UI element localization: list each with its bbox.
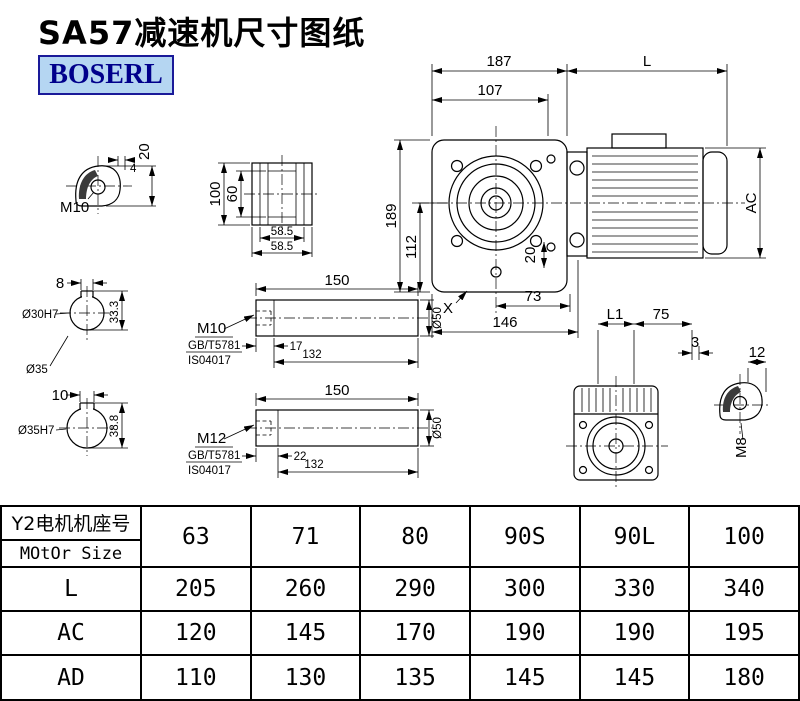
dim-60: 60: [224, 186, 241, 203]
dim-112: 112: [403, 235, 420, 259]
dim-150-b: 150: [324, 382, 349, 399]
dim-12: 12: [749, 344, 766, 361]
dimension-table: Y2电机机座号 MOtOr Size 63 71 80 90S 90L 100 …: [0, 505, 800, 701]
dim-146: 146: [492, 314, 517, 331]
table-cell: 290: [359, 566, 471, 612]
table-cell: 260: [249, 566, 362, 612]
thread-m10-shaft: M10: [197, 320, 226, 337]
table-cell: 80: [359, 505, 471, 568]
dim-132-a: 132: [302, 349, 321, 361]
rear-view: L1 75 3: [566, 306, 713, 488]
table-row-motor-size: Y2电机机座号 MOtOr Size 63 71 80 90S 90L 100: [0, 505, 800, 568]
label-X: X: [443, 300, 453, 317]
table-cell: 63: [140, 505, 252, 568]
thread-m12-shaft: M12: [197, 430, 226, 447]
row-label-L: L: [0, 566, 142, 612]
dim-20-main: 20: [522, 247, 539, 264]
dim-dia50-a: Ø50: [432, 307, 444, 329]
shaft-end-top-view: M10 4 20: [60, 143, 156, 216]
dim-4: 4: [130, 163, 137, 175]
dim-8: 8: [56, 275, 64, 292]
main-side-view: 187 L 107 189 112 20 73 146 AC X: [383, 53, 766, 338]
table-cell: 330: [578, 566, 691, 612]
dim-20: 20: [136, 143, 153, 160]
motor-size-header-en: MOtOr Size: [19, 544, 123, 564]
bore-section-1: 8 Ø30H7 33.3 Ø35: [22, 275, 128, 376]
std-iso-b: IS04017: [188, 465, 231, 477]
std-iso-a: IS04017: [188, 355, 231, 367]
table-cell: 145: [578, 654, 691, 701]
table-cell: 100: [688, 505, 800, 568]
table-cell: 90L: [578, 505, 691, 568]
table-cell: 135: [359, 654, 471, 701]
table-row-L: L 205 260 290 300 330 340: [0, 566, 800, 612]
bore-section-2: 10 Ø35H7 38.8: [18, 387, 128, 456]
motor-size-header-cn: Y2电机机座号: [2, 507, 140, 541]
dimension-drawing: M10 4 20 100 60 58.5 58.5: [18, 53, 770, 488]
table-row-AD: AD 110 130 135 145 145 180: [0, 654, 800, 701]
dim-58-5-a: 58.5: [271, 226, 293, 238]
row-label-AD: AD: [0, 654, 142, 701]
shaft-end-side-view: 12 M8: [714, 344, 770, 458]
row-label-AC: AC: [0, 610, 142, 656]
table-cell: 130: [249, 654, 362, 701]
dim-AC: AC: [743, 192, 760, 213]
table-row-AC: AC 120 145 170 190 190 195: [0, 610, 800, 656]
dim-100: 100: [207, 181, 224, 206]
table-cell: 110: [140, 654, 252, 701]
table-cell: 300: [468, 566, 581, 612]
dim-150-a: 150: [324, 272, 349, 289]
dim-dia50-b: Ø50: [432, 417, 444, 439]
motor-size-header: Y2电机机座号 MOtOr Size: [0, 505, 142, 568]
brand-logo: BOSERL: [38, 55, 174, 95]
table-cell: 170: [359, 610, 471, 656]
table-cell: 71: [249, 505, 362, 568]
table-cell: 90S: [468, 505, 581, 568]
dim-38-8: 38.8: [109, 415, 121, 437]
std-gb-a: GB/T5781: [188, 340, 240, 352]
shaft-view-1: 150 17 132 Ø50 M10 GB/T5781 IS04017: [186, 272, 444, 368]
dim-L: L: [643, 53, 651, 70]
dim-17: 17: [290, 341, 303, 353]
dim-58-5-b: 58.5: [271, 241, 293, 253]
table-cell: 145: [249, 610, 362, 656]
thread-label: M10: [60, 199, 89, 216]
flange-top-view: 100 60 58.5 58.5: [207, 155, 320, 257]
dim-10: 10: [52, 387, 69, 404]
dim-132-b: 132: [304, 459, 323, 471]
bore-label-2: Ø35H7: [18, 425, 54, 437]
table-cell: 190: [578, 610, 691, 656]
table-cell: 120: [140, 610, 252, 656]
dim-189: 189: [383, 203, 400, 228]
table-cell: 195: [688, 610, 800, 656]
outer-dia-label: Ø35: [26, 364, 48, 376]
dim-L1: L1: [607, 306, 624, 323]
table-cell: 340: [688, 566, 800, 612]
dim-187: 187: [486, 53, 511, 70]
dim-75: 75: [653, 306, 670, 323]
thread-m8-label: M8: [733, 437, 750, 458]
shaft-view-2: 150 22 132 Ø50 M12 GB/T5781 IS04017: [186, 382, 444, 478]
dim-22: 22: [294, 451, 307, 463]
dim-73: 73: [525, 288, 542, 305]
dim-107: 107: [477, 82, 502, 99]
bore-label-1: Ø30H7: [22, 309, 58, 321]
std-gb-b: GB/T5781: [188, 450, 240, 462]
table-cell: 190: [468, 610, 581, 656]
dim-33-3: 33.3: [109, 301, 121, 323]
table-cell: 145: [468, 654, 581, 701]
table-cell: 180: [688, 654, 800, 701]
dim-3: 3: [691, 334, 699, 351]
page-title: SA57减速机尺寸图纸: [38, 14, 366, 52]
table-cell: 205: [140, 566, 252, 612]
